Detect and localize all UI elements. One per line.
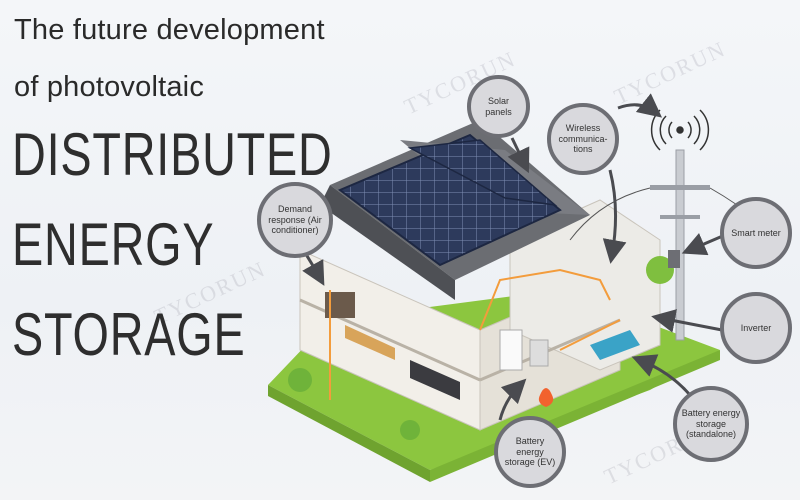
- callout-demand-response: Demand response (Air conditioner): [257, 182, 333, 258]
- callout-wireless-communications: Wireless communica- tions: [547, 103, 619, 175]
- callout-battery-ev: Battery energy storage (EV): [494, 416, 566, 488]
- utility-pole: [569, 109, 771, 341]
- callout-smart-meter: Smart meter: [720, 197, 792, 269]
- title-line-2: of photovoltaic: [14, 71, 205, 103]
- title-line-1: The future development: [14, 14, 325, 46]
- title-energy: ENERGY: [12, 211, 215, 278]
- solar-panels-array: [338, 133, 562, 267]
- callout-battery-standalone: Battery energy storage (standalone): [673, 386, 749, 462]
- battery-pack-icon: [590, 330, 640, 360]
- smart-meter-box: [668, 250, 680, 268]
- title-distributed: DISTRIBUTED: [12, 121, 333, 188]
- callout-arrows: [298, 93, 726, 421]
- callout-inverter: Inverter: [720, 292, 792, 364]
- antenna-signal-icon: [650, 109, 710, 151]
- callout-solar-panels: Solar panels: [467, 75, 530, 138]
- title-storage: STORAGE: [12, 301, 246, 368]
